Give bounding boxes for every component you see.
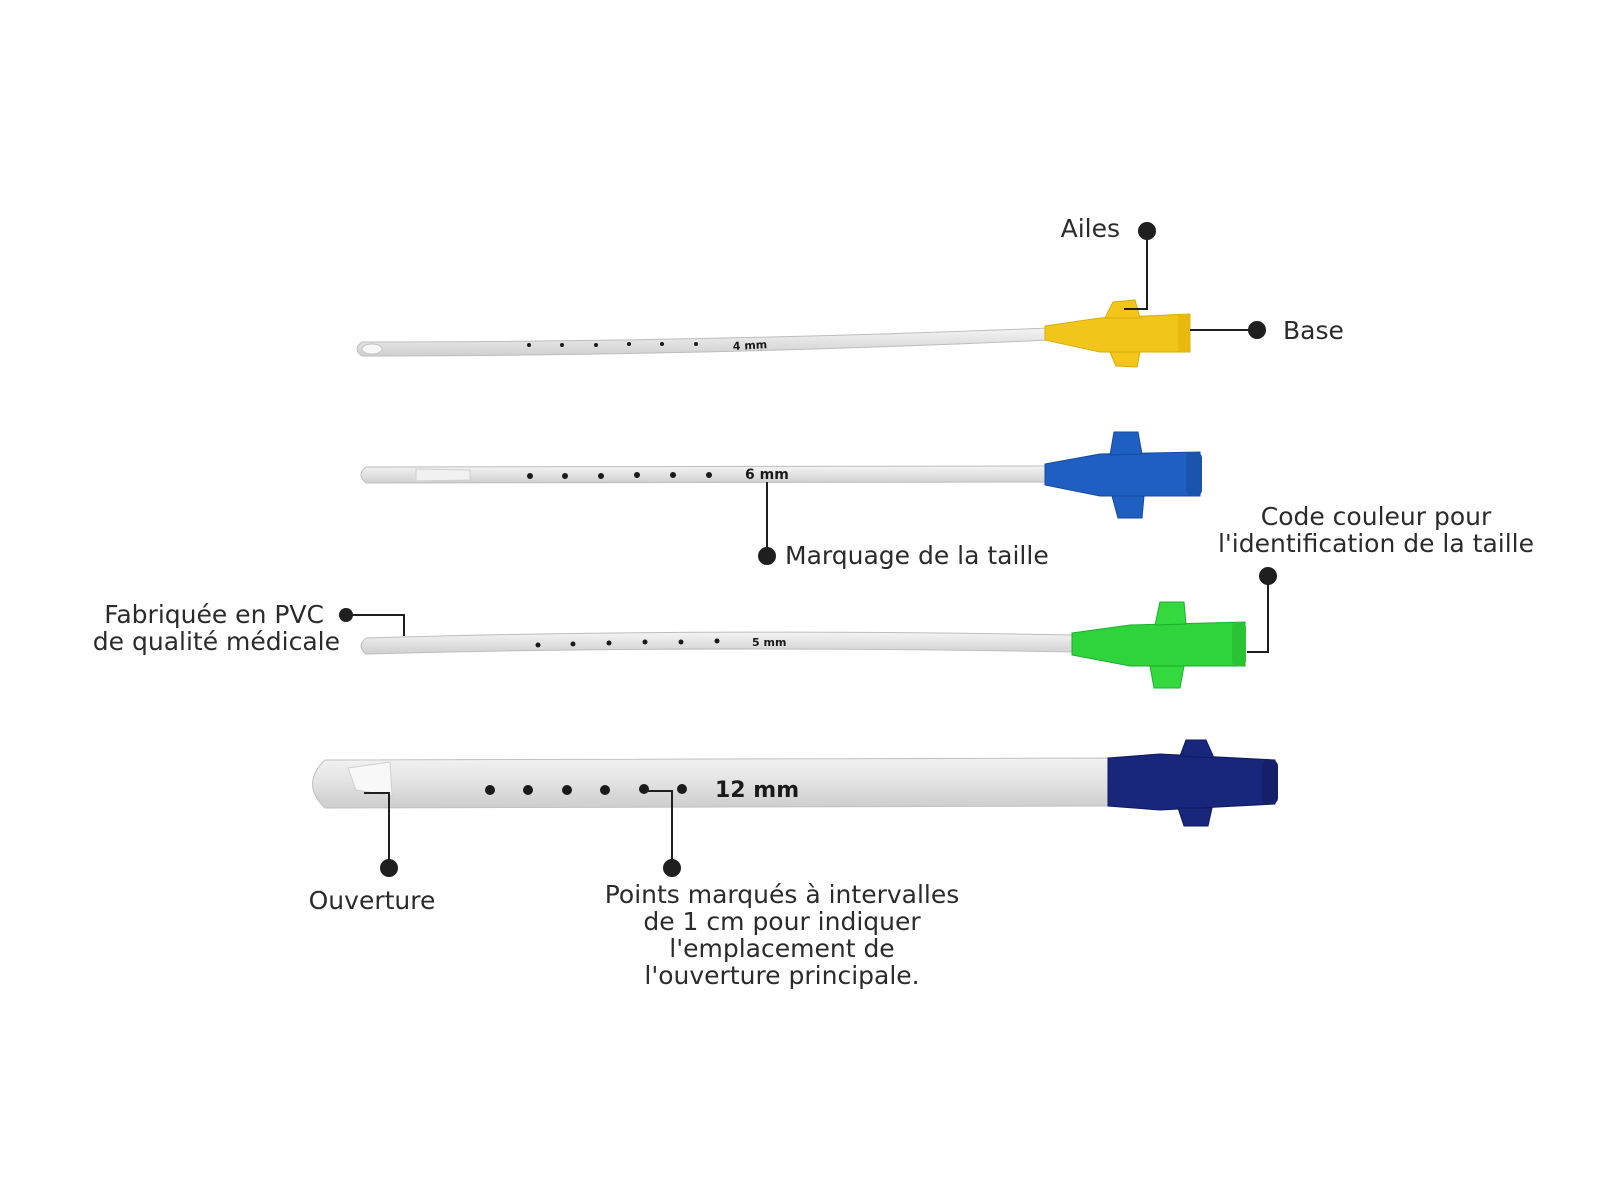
label-marquage: Marquage de la taille [785, 541, 1049, 570]
annotation-code-couleur: Code couleur pour l'identification de la… [1218, 502, 1534, 653]
label-pvc-1: Fabriquée en PVC [104, 600, 324, 629]
annotation-ouverture: Ouverture [309, 792, 436, 915]
label-code-couleur-2: l'identification de la taille [1218, 529, 1534, 558]
catheter-yellow: 4 mm [356, 299, 1191, 368]
annotation-base: Base [1190, 316, 1344, 345]
marking-holes-yellow [527, 342, 698, 347]
label-ouverture: Ouverture [309, 886, 436, 915]
tube-yellow [356, 327, 1051, 357]
tube-navy [312, 757, 1113, 809]
marking-holes-green [535, 638, 720, 648]
catheter-navy: 12 mm [312, 739, 1278, 827]
catheter-blue: 6 mm [360, 431, 1202, 519]
marking-holes-blue [527, 472, 712, 479]
annotation-points: Points marqués à intervalles de 1 cm pou… [605, 790, 960, 990]
label-ailes: Ailes [1061, 214, 1120, 243]
label-pvc-2: de qualité médicale [93, 627, 340, 656]
label-points-3: l'emplacement de [669, 934, 894, 963]
size-mark-5mm: 5 mm [752, 636, 786, 649]
base-yellow [1044, 299, 1191, 368]
annotation-pvc: Fabriquée en PVC de qualité médicale [93, 600, 405, 656]
base-green [1071, 601, 1246, 689]
tube-blue [360, 465, 1051, 484]
size-mark-12mm: 12 mm [715, 778, 799, 803]
annotation-ailes: Ailes [1061, 214, 1156, 310]
catheter-green: 5 mm [360, 601, 1246, 689]
label-points-1: Points marqués à intervalles [605, 880, 960, 909]
label-code-couleur-1: Code couleur pour [1261, 502, 1492, 531]
size-mark-6mm: 6 mm [745, 467, 789, 483]
marking-holes-navy [485, 784, 687, 795]
label-points-2: de 1 cm pour indiquer [643, 907, 921, 936]
base-navy [1107, 739, 1278, 827]
base-blue [1044, 431, 1202, 519]
size-mark-4mm: 4 mm [732, 338, 767, 353]
label-points-4: l'ouverture principale. [644, 961, 919, 990]
annotation-marquage: Marquage de la taille [758, 482, 1049, 570]
label-base: Base [1283, 316, 1344, 345]
